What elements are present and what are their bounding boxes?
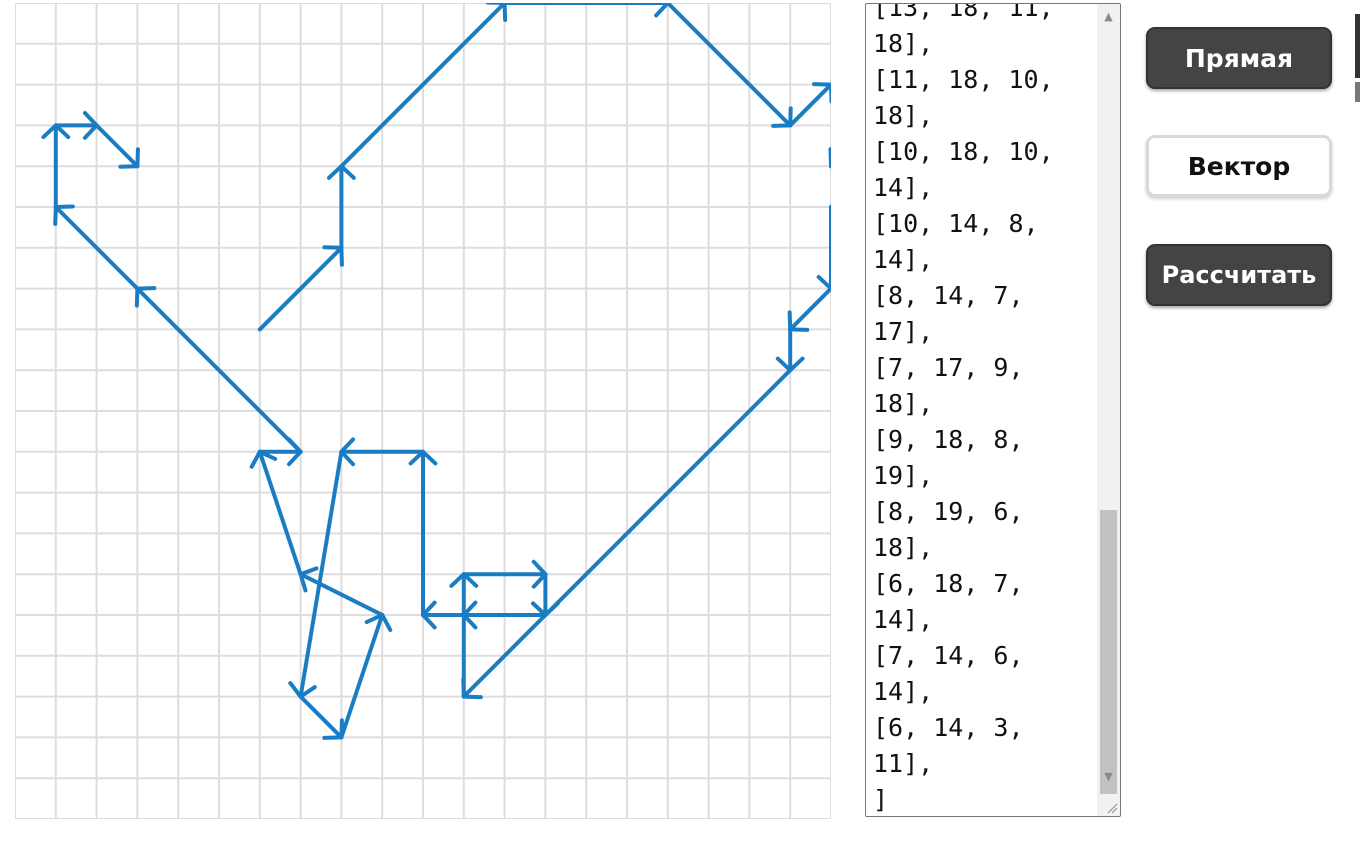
vector-arrow (665, 3, 793, 128)
textarea-scrollbar[interactable]: ▲ ▼ (1097, 4, 1120, 816)
vector-arrow (816, 205, 831, 291)
vector-mode-button[interactable]: Вектор (1146, 135, 1332, 197)
drawing-canvas[interactable] (15, 3, 831, 819)
vector-arrow (449, 572, 479, 699)
vector-arrow (531, 572, 560, 617)
vector-arrow (421, 600, 466, 630)
vector-plot (15, 3, 831, 819)
vector-arrow (787, 286, 831, 332)
cropped-edge-element-2 (1355, 82, 1360, 102)
scroll-down-arrow-icon[interactable]: ▼ (1104, 770, 1113, 783)
vector-arrow (788, 82, 831, 128)
arrow-head-icon (485, 3, 508, 22)
vector-arrow (94, 123, 140, 169)
coordinates-textarea[interactable]: [13, 18, 11, 18], [11, 18, 10, 18], [10,… (865, 3, 1121, 817)
resize-grip-icon[interactable] (1106, 802, 1118, 814)
cropped-edge-element (1355, 14, 1360, 78)
arrow-head-icon (812, 82, 831, 104)
vector-arrow (828, 147, 831, 169)
vector-arrow (775, 327, 805, 373)
vector-arrow (53, 111, 99, 140)
scroll-up-arrow-icon[interactable]: ▲ (1104, 10, 1113, 23)
line-mode-button[interactable]: Прямая (1146, 27, 1332, 89)
vector-arrow (298, 694, 344, 740)
scrollbar-thumb[interactable] (1100, 510, 1117, 794)
coordinates-text[interactable]: [13, 18, 11, 18], [11, 18, 10, 18], [10,… (873, 3, 1054, 814)
arrow-head-icon (828, 147, 831, 169)
arrow-head-icon (118, 147, 140, 169)
arrow-head-icon (654, 3, 670, 18)
arrow-head-icon (816, 274, 831, 291)
vector-arrow (502, 3, 670, 18)
calculate-button[interactable]: Рассчитать (1146, 244, 1332, 306)
vector-arrow (339, 3, 508, 169)
